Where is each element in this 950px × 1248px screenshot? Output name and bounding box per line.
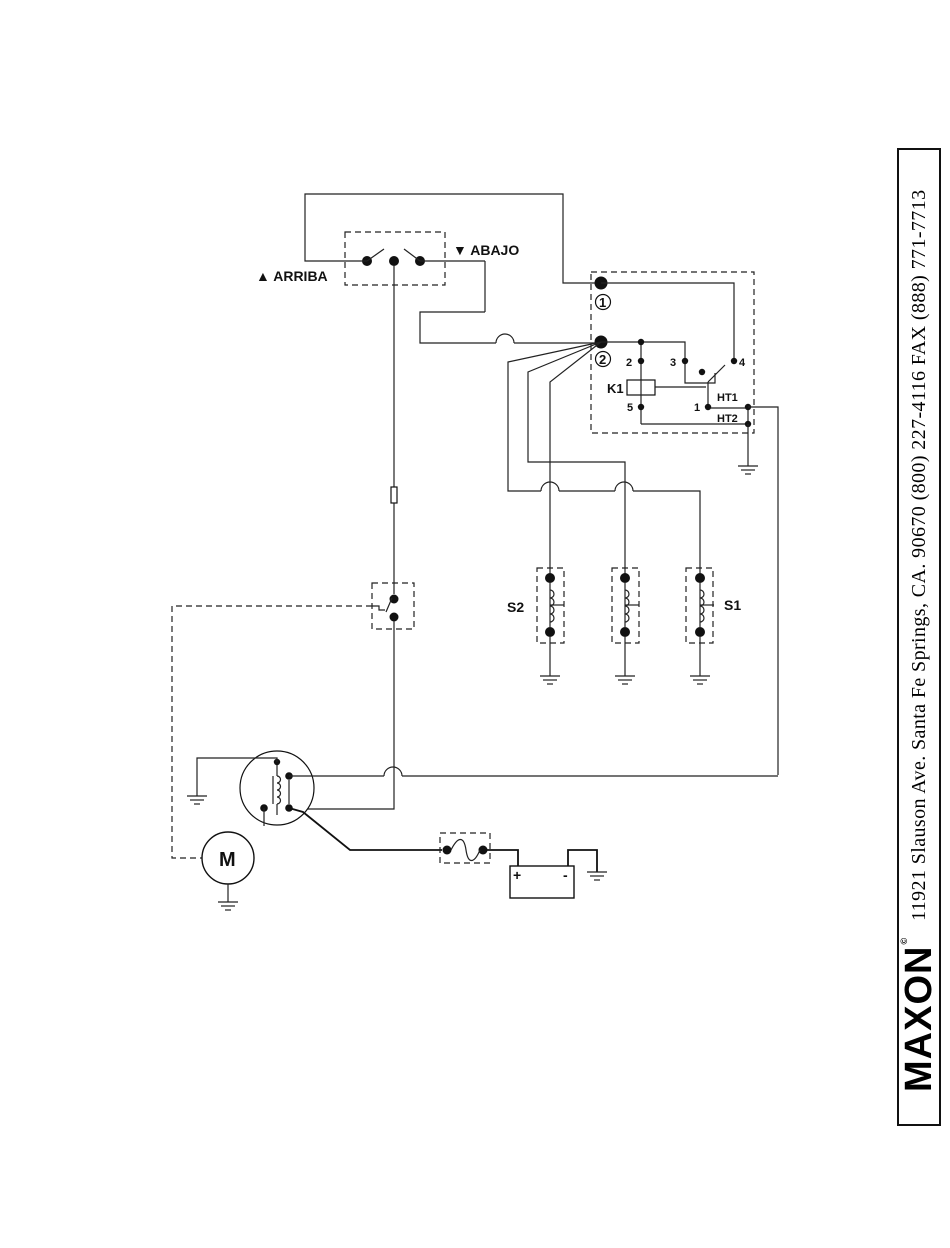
ht1-label: HT1 [717,392,738,404]
battery-plus-label: + [513,867,521,883]
solenoid-s2-label: S2 [507,599,524,615]
brand-name: MAXON [898,946,940,1092]
solenoid-s1-label: S1 [724,597,741,613]
relay-pin-5-label: 5 [627,402,633,414]
relay-pin-4-label: 4 [739,357,746,369]
wire-ht-to-pump [748,407,778,775]
motor-starter-relay [240,751,314,825]
terminal-1-label: 1 [599,295,606,310]
wire-pump-to-ht [289,767,778,776]
relay-pin-3-label: 3 [670,357,676,369]
solenoid-s2 [537,568,564,684]
switch-up-label: ▲ ARRIBA [256,268,328,284]
brand-registered-mark: © [899,937,909,945]
battery-minus-label: - [563,867,568,883]
solenoid-middle [612,568,639,684]
footer-content: MAXON© 11921 Slauson Ave. Santa Fe Sprin… [897,148,941,1126]
control-box [591,272,754,433]
wires-terminal-2-to-solenoids [508,342,700,578]
control-box-ground-icon [738,424,758,474]
relay-pin-2-label: 2 [626,357,632,369]
brand-logo: MAXON© [900,937,938,1092]
wire-abajo-to-terminal-2 [420,312,601,343]
relay-k1-label: K1 [607,381,624,396]
thermal-switch [372,583,414,629]
ht2-label: HT2 [717,413,738,425]
company-address: 11921 Slauson Ave. Santa Fe Springs, CA.… [908,189,931,920]
switch-down-label: ▼ ABAJO [453,242,519,258]
battery [510,850,607,898]
solenoid-s1 [686,568,714,684]
terminal-2-label: 2 [599,352,606,367]
wire-switch-to-pump [391,266,397,594]
wire-switch-to-terminal-1 [305,194,601,283]
relay-pin-1-label: 1 [694,402,700,414]
battery-cable [289,808,518,866]
motor-label: M [219,849,236,871]
